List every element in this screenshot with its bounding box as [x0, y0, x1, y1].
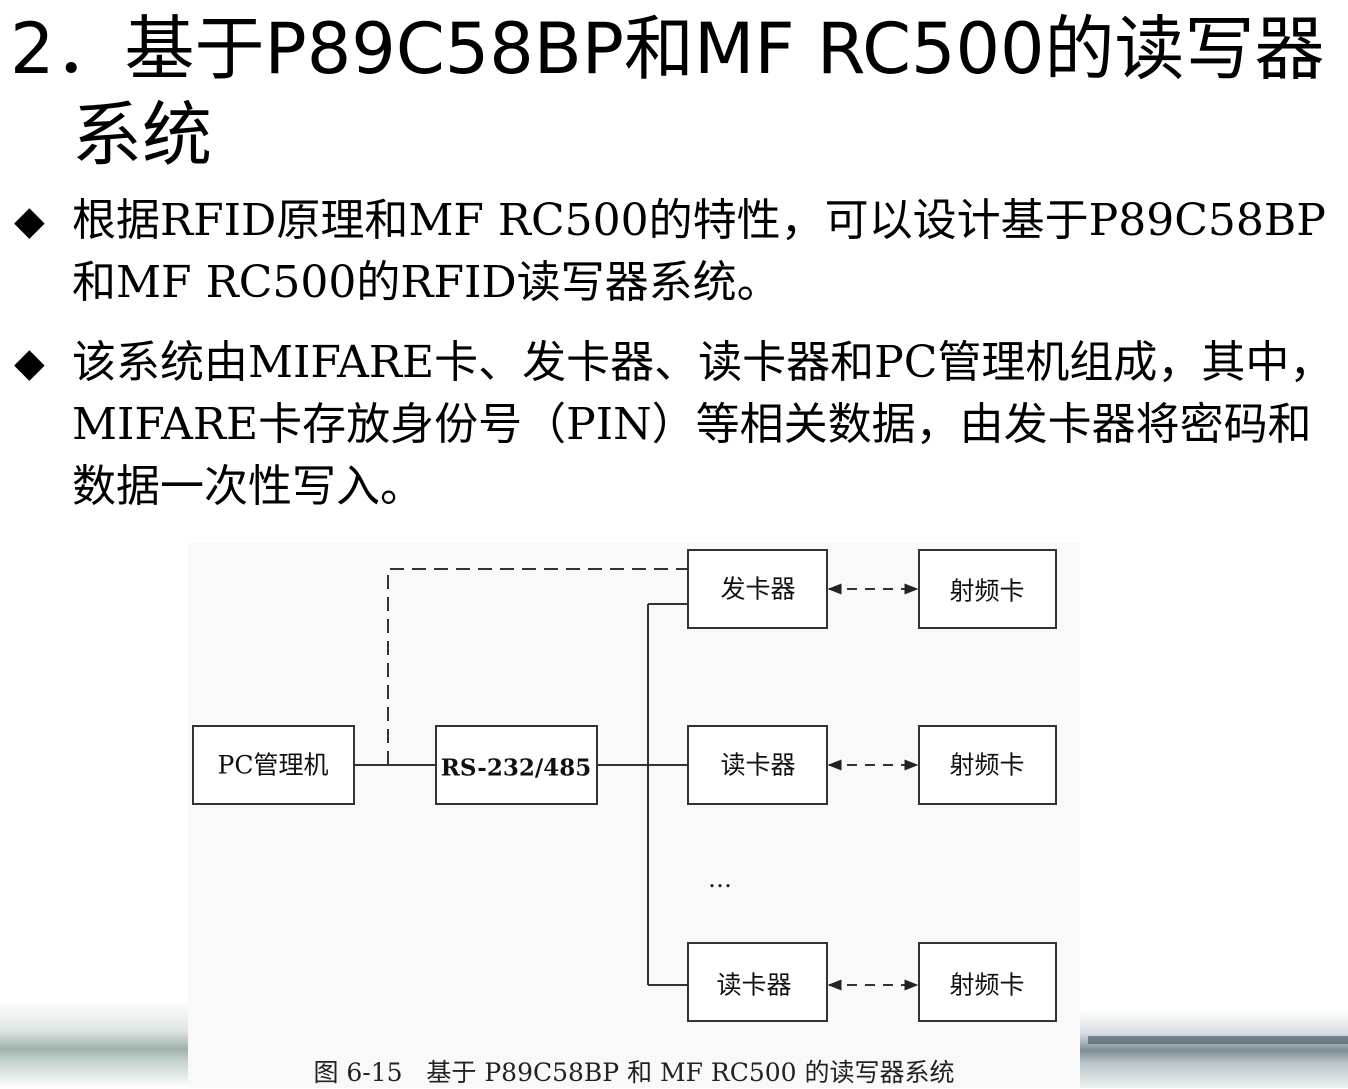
ellipsis-label: … — [708, 865, 732, 893]
diamond-bullet-icon: ◆ — [14, 198, 45, 244]
rf-card-box — [918, 942, 1057, 1022]
bullet-text: 该系统由MIFARE卡、发卡器、读卡器和PC管理机组成，其中，MIFARE卡存放… — [72, 337, 1334, 512]
bullet-text: 根据RFID原理和MF RC500的特性，可以设计基于P89C58BP和MF R… — [72, 195, 1326, 308]
system-diagram: PC管理机 RS-232/485 发卡器 读卡器 读卡器 射频卡 射频卡 射频卡… — [188, 543, 1080, 1088]
rf-card-box — [918, 549, 1057, 629]
pc-manager-box — [192, 725, 355, 805]
card-reader-label: 读卡器 — [720, 751, 795, 780]
pc-to-issuer-dashed-line — [387, 568, 688, 765]
title-line-1: 2．基于P89C58BP和MF RC500的读写器 — [10, 8, 1325, 90]
figure-caption: 图 6-15 基于 P89C58BP 和 MF RC500 的读写器系统 — [313, 1058, 955, 1087]
title-line-2: 系统 — [72, 94, 212, 176]
slide-title: 2．基于P89C58BP和MF RC500的读写器 系统 — [10, 6, 1340, 178]
rf-card-label: 射频卡 — [949, 751, 1024, 780]
rf-card-box — [918, 725, 1057, 805]
card-issuer-box — [687, 549, 828, 629]
landscape-decoration-left — [0, 1000, 190, 1088]
bullet-item: ◆ 根据RFID原理和MF RC500的特性，可以设计基于P89C58BP和MF… — [14, 190, 1334, 314]
diagram-canvas: PC管理机 RS-232/485 发卡器 读卡器 读卡器 射频卡 射频卡 射频卡… — [192, 549, 1057, 1022]
card-issuer-label: 发卡器 — [720, 575, 795, 604]
bullet-item: ◆ 该系统由MIFARE卡、发卡器、读卡器和PC管理机组成，其中，MIFARE卡… — [14, 332, 1334, 518]
connectors — [354, 568, 919, 991]
card-reader-label: 读卡器 — [716, 971, 791, 1000]
bridge-decoration-right — [1078, 1010, 1348, 1088]
diamond-bullet-icon: ◆ — [14, 340, 45, 386]
pc-manager-label: PC管理机 — [218, 751, 329, 780]
rf-card-label: 射频卡 — [949, 577, 1024, 606]
rf-card-label: 射频卡 — [949, 971, 1024, 1000]
card-reader-box — [687, 725, 828, 805]
card-reader-box — [687, 942, 828, 1022]
rs232-box — [435, 725, 598, 805]
rs232-label: RS-232/485 — [441, 755, 592, 782]
